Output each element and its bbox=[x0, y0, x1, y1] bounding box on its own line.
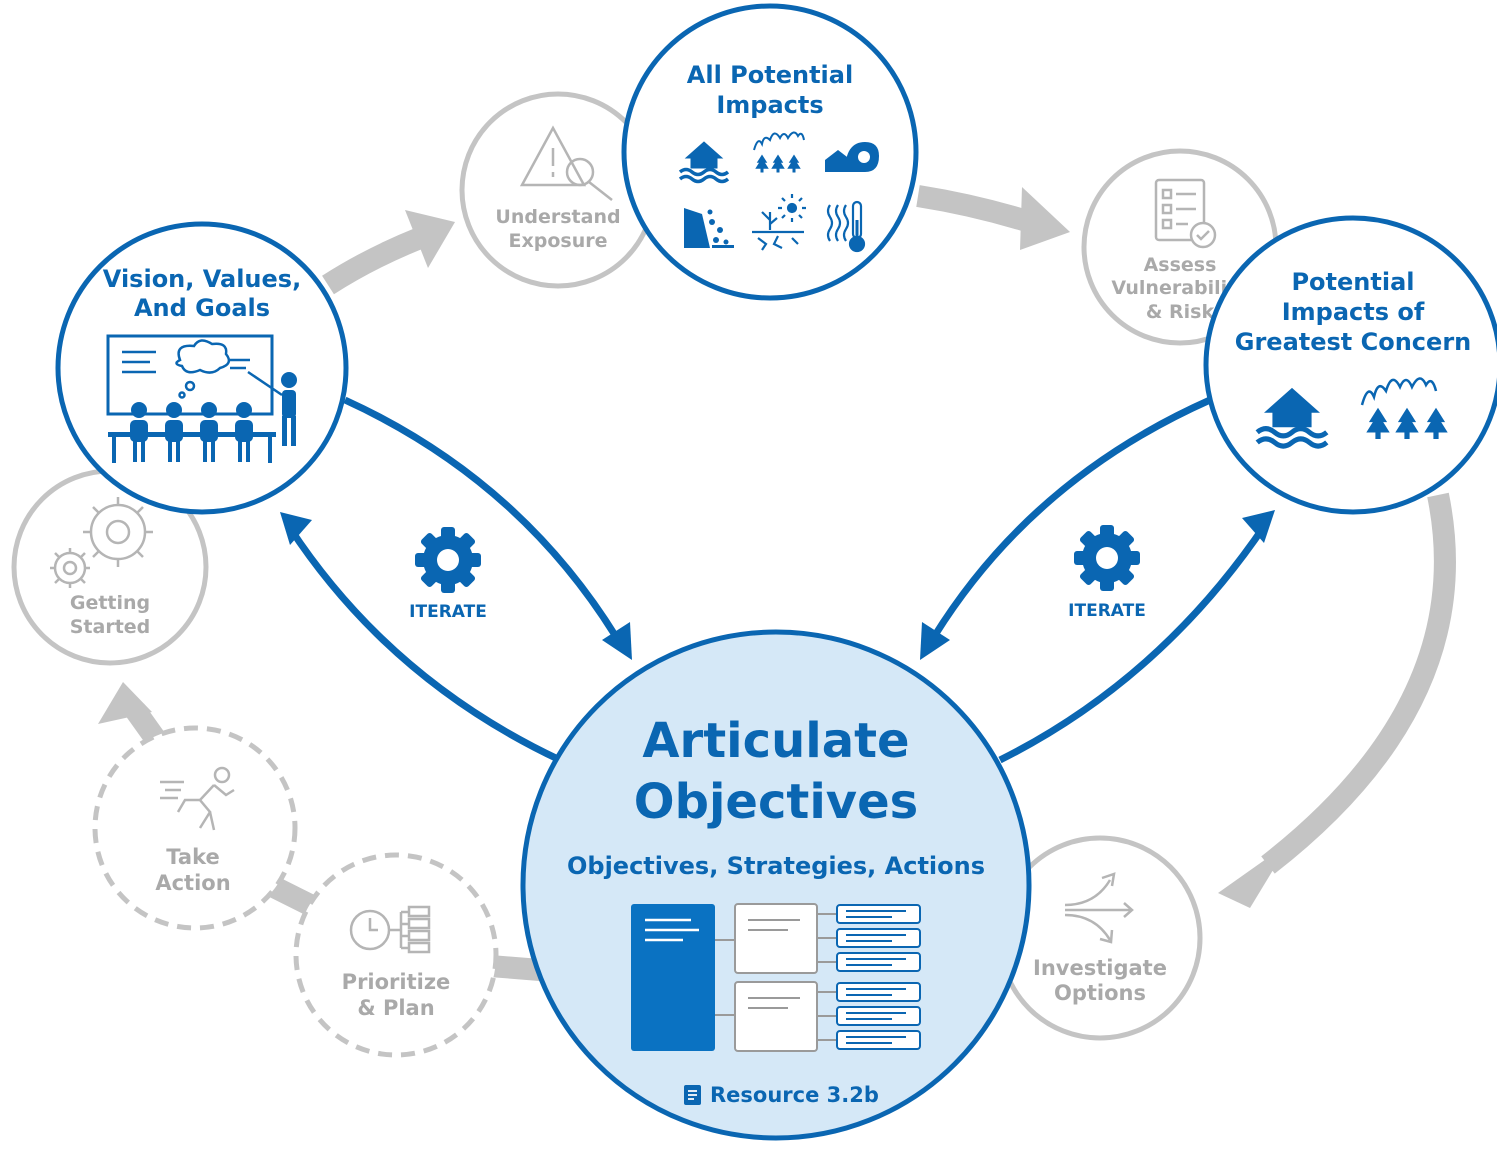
step-label: Understand bbox=[495, 206, 620, 228]
gear-icon bbox=[415, 527, 481, 593]
flow-arrow-allimpacts-to-assess bbox=[916, 185, 1034, 233]
step-title: Potential bbox=[1291, 268, 1414, 296]
arrowhead-started bbox=[98, 682, 152, 724]
action-box bbox=[836, 952, 921, 972]
step-vision-values-goals[interactable]: Vision, Values, And Goals bbox=[55, 221, 349, 515]
step-prioritize-plan[interactable]: Prioritize & Plan bbox=[293, 852, 499, 1058]
arrowhead-left-up bbox=[280, 512, 312, 545]
step-greatest-concern[interactable]: Potential Impacts of Greatest Concern bbox=[1203, 215, 1497, 515]
center-title: Articulate bbox=[642, 713, 909, 769]
action-box bbox=[836, 904, 921, 924]
step-title: And Goals bbox=[134, 294, 270, 322]
iterate-arc-left-lower bbox=[287, 526, 562, 764]
action-box bbox=[836, 1006, 921, 1026]
iterate-arc-left-upper bbox=[343, 396, 621, 642]
step-label: Assess bbox=[1144, 254, 1217, 276]
step-label: Started bbox=[70, 616, 151, 638]
step-all-potential-impacts[interactable]: All Potential Impacts bbox=[621, 3, 919, 301]
step-label: & Plan bbox=[357, 996, 434, 1020]
center-title: Objectives bbox=[634, 774, 918, 830]
step-title: Impacts of bbox=[1282, 298, 1425, 326]
flow-arrow-vision-to-understand bbox=[322, 227, 425, 295]
step-label: Vulnerability bbox=[1111, 277, 1249, 299]
arrowhead-understand bbox=[405, 210, 455, 268]
checklist-icon bbox=[1154, 178, 1217, 249]
storm-surge-icon bbox=[825, 142, 879, 172]
document-icon bbox=[684, 1085, 701, 1105]
objectives-hierarchy-graphic bbox=[631, 903, 921, 1052]
flow-arrow-prioritize-connector bbox=[489, 955, 541, 981]
action-box bbox=[836, 1030, 921, 1050]
iterate-label-left: ITERATE bbox=[409, 602, 487, 622]
iterate-arc-right-lower bbox=[998, 523, 1268, 764]
step-title: Greatest Concern bbox=[1235, 328, 1471, 356]
presentation-meeting-icon bbox=[106, 334, 297, 463]
iterate-label-right: ITERATE bbox=[1068, 601, 1146, 621]
step-title: Impacts bbox=[716, 91, 823, 119]
wildfire-icon bbox=[753, 131, 805, 173]
gear-icon bbox=[1074, 525, 1140, 591]
arrowhead-right-up bbox=[1242, 510, 1275, 543]
action-box bbox=[836, 982, 921, 1002]
step-investigate-options[interactable]: Investigate Options bbox=[997, 835, 1203, 1041]
heat-icon bbox=[826, 200, 866, 253]
center-articulate-objectives[interactable]: Articulate Objectives Objectives, Strate… bbox=[520, 629, 1032, 1141]
action-box bbox=[836, 928, 921, 948]
warning-magnifier-icon bbox=[519, 125, 613, 201]
iterate-arc-right-upper bbox=[929, 396, 1212, 642]
arrowhead-investigate bbox=[1218, 842, 1290, 908]
landslide-icon bbox=[684, 208, 734, 248]
step-label: Options bbox=[1054, 981, 1146, 1005]
gears-icon bbox=[50, 497, 153, 588]
blue-iterate-arrows bbox=[287, 396, 1268, 764]
iterate-left: ITERATE bbox=[409, 527, 487, 622]
step-label: Take bbox=[166, 845, 219, 869]
arrowhead-left-down bbox=[602, 622, 632, 660]
step-label: Prioritize bbox=[342, 970, 451, 994]
step-title: All Potential bbox=[687, 61, 853, 89]
arrowhead-assess bbox=[1020, 187, 1070, 250]
strategy-box bbox=[734, 981, 818, 1052]
iterate-right: ITERATE bbox=[1068, 525, 1146, 621]
step-label: & Risk bbox=[1146, 301, 1215, 323]
diverging-arrows-icon bbox=[1064, 872, 1134, 944]
clock-hierarchy-icon bbox=[349, 905, 431, 954]
step-label: Action bbox=[155, 871, 230, 895]
running-person-icon bbox=[160, 766, 235, 831]
drought-icon bbox=[752, 194, 806, 251]
wildfire-icon bbox=[1360, 377, 1448, 439]
step-label: Exposure bbox=[509, 230, 608, 252]
arrowhead-right-down bbox=[920, 622, 950, 660]
objective-box bbox=[631, 904, 715, 1051]
resource-label[interactable]: Resource 3.2b bbox=[710, 1083, 879, 1107]
step-label: Investigate bbox=[1033, 956, 1167, 980]
step-title: Vision, Values, bbox=[103, 265, 301, 293]
flow-arrow-greatest-to-investigate bbox=[1261, 492, 1456, 874]
step-label: Getting bbox=[70, 592, 150, 614]
center-subtitle: Objectives, Strategies, Actions bbox=[567, 852, 985, 880]
strategy-box bbox=[734, 903, 818, 974]
step-take-action[interactable]: Take Action bbox=[92, 725, 298, 931]
resource-link[interactable]: Resource 3.2b bbox=[684, 1083, 879, 1107]
flow-arrow-take-to-prioritize bbox=[265, 875, 315, 915]
